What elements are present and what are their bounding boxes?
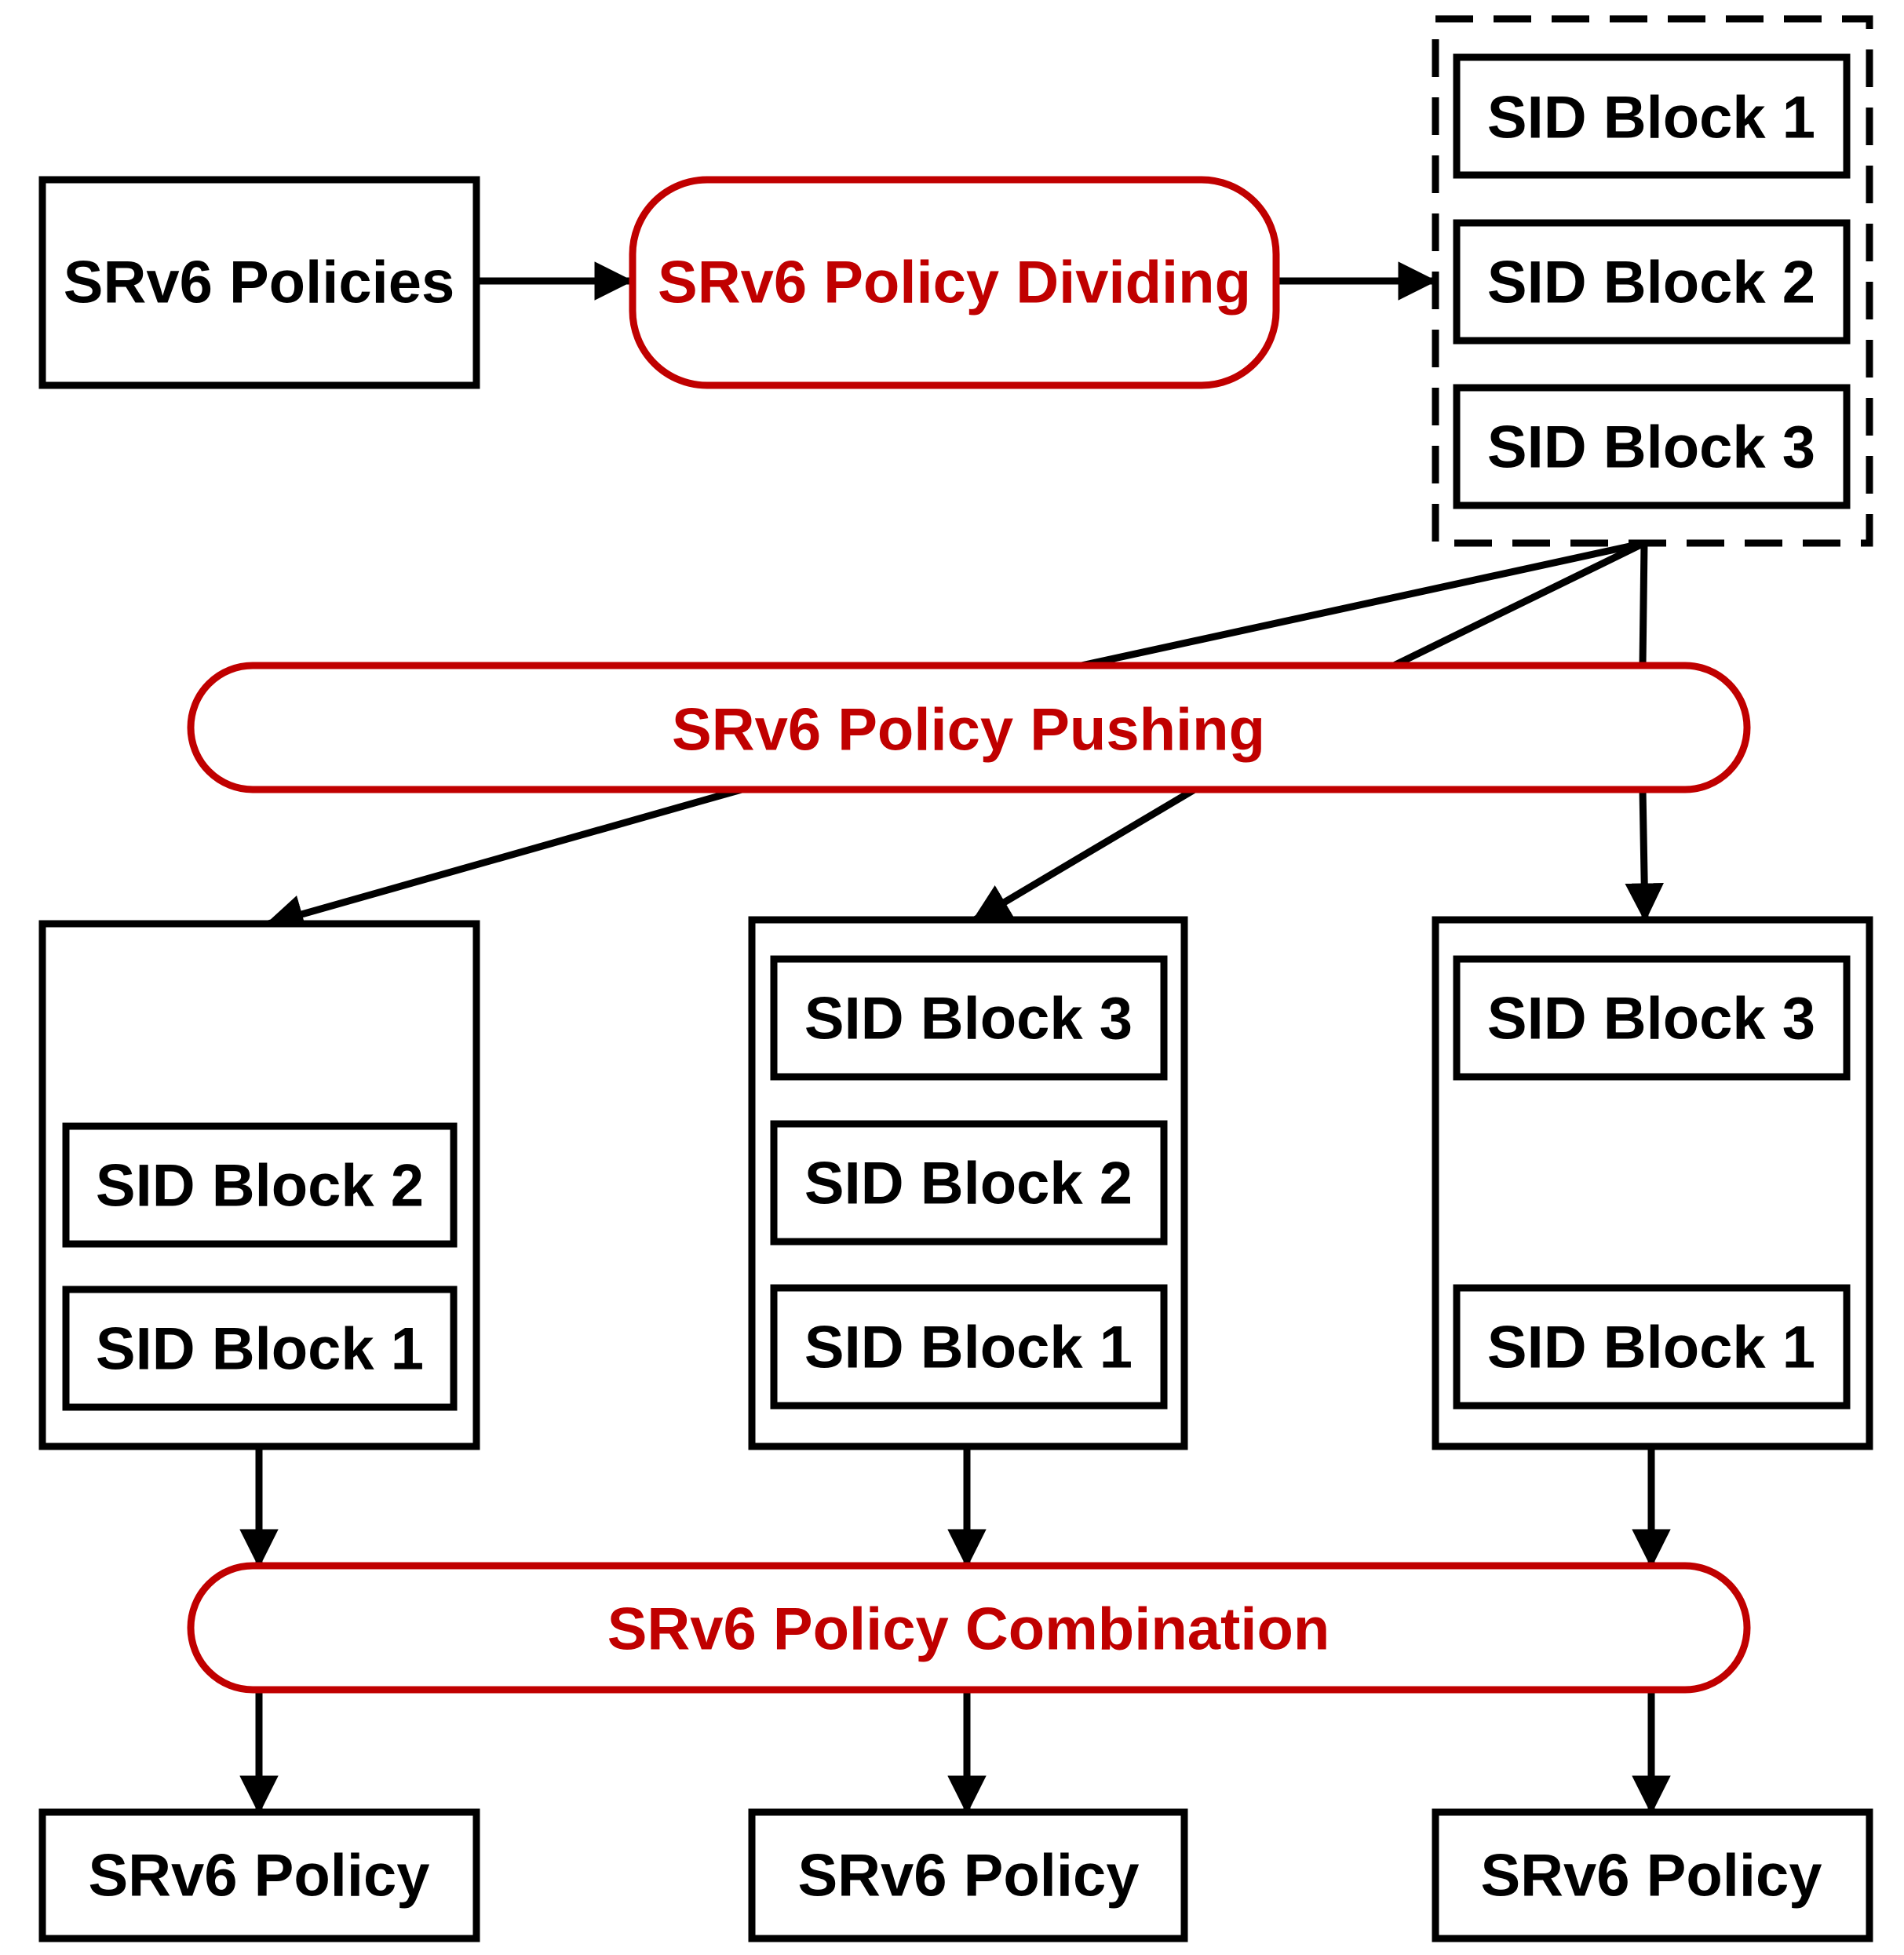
column-1-sid-block-2-label: SID Block 2 (96, 1153, 424, 1220)
srv6-policies-node: SRv6 Policies (38, 176, 480, 389)
node-column-3: SID Block 3 SID Block 1 (1432, 916, 1873, 1450)
policy-combination-process: SRv6 Policy Combination (187, 1562, 1751, 1694)
sid-block-3: SID Block 3 (1453, 384, 1851, 509)
sid-block-3-label: SID Block 3 (1487, 414, 1815, 481)
arrow-pushing-to-column-3 (1625, 789, 1664, 922)
column-3-sid-block-1: SID Block 1 (1453, 1284, 1851, 1410)
node-column-2: SID Block 3 SID Block 2 SID Block 1 (748, 916, 1188, 1450)
result-policy-2: SRv6 Policy (748, 1808, 1188, 1942)
arrow-pushing-to-column-2 (971, 786, 1197, 923)
result-policy-1-label: SRv6 Policy (88, 1843, 429, 1909)
column-2-sid-block-2: SID Block 2 (770, 1120, 1168, 1246)
sid-block-1: SID Block 1 (1453, 53, 1851, 179)
column-2-sid-block-3-label: SID Block 3 (804, 986, 1133, 1052)
sid-block-2-label: SID Block 2 (1487, 250, 1815, 316)
node-column-1: SID Block 2 SID Block 1 (38, 920, 480, 1450)
srv6-policies-label: SRv6 Policies (64, 250, 455, 316)
policy-pushing-label: SRv6 Policy Pushing (672, 697, 1265, 764)
edges (239, 261, 1671, 1815)
result-policy-1: SRv6 Policy (38, 1808, 480, 1942)
sid-block-1-label: SID Block 1 (1487, 85, 1815, 151)
column-1-sid-block-2: SID Block 2 (62, 1122, 458, 1248)
line-blocks-to-pushing-a (1081, 539, 1645, 669)
result-policy-3: SRv6 Policy (1432, 1808, 1873, 1942)
divided-sid-blocks-group: SID Block 1 SID Block 2 SID Block 3 (1432, 15, 1873, 547)
column-2-sid-block-1-label: SID Block 1 (804, 1315, 1133, 1381)
column-3-sid-block-1-label: SID Block 1 (1487, 1315, 1815, 1381)
arrow-pushing-to-column-1 (264, 786, 743, 933)
line-blocks-to-pushing-c (1639, 542, 1648, 666)
policy-combination-label: SRv6 Policy Combination (607, 1596, 1330, 1663)
line-blocks-to-pushing-b (1392, 539, 1646, 669)
policy-dividing-process: SRv6 Policy Dividing (629, 176, 1280, 389)
column-2-sid-block-2-label: SID Block 2 (804, 1151, 1133, 1217)
column-1-sid-block-1: SID Block 1 (62, 1286, 458, 1411)
column-2-sid-block-3: SID Block 3 (770, 955, 1168, 1081)
column-3-sid-block-3-label: SID Block 3 (1487, 986, 1815, 1052)
dashed-group-border (1432, 15, 1873, 547)
result-policy-2-label: SRv6 Policy (797, 1843, 1139, 1909)
policy-pushing-process: SRv6 Policy Pushing (187, 662, 1751, 793)
sid-block-2: SID Block 2 (1453, 219, 1851, 345)
column-2-sid-block-1: SID Block 1 (770, 1284, 1168, 1410)
result-policy-3-label: SRv6 Policy (1480, 1843, 1822, 1909)
column-3-sid-block-3: SID Block 3 (1453, 955, 1851, 1081)
policy-dividing-label: SRv6 Policy Dividing (658, 250, 1251, 316)
column-1-sid-block-1-label: SID Block 1 (96, 1316, 424, 1383)
